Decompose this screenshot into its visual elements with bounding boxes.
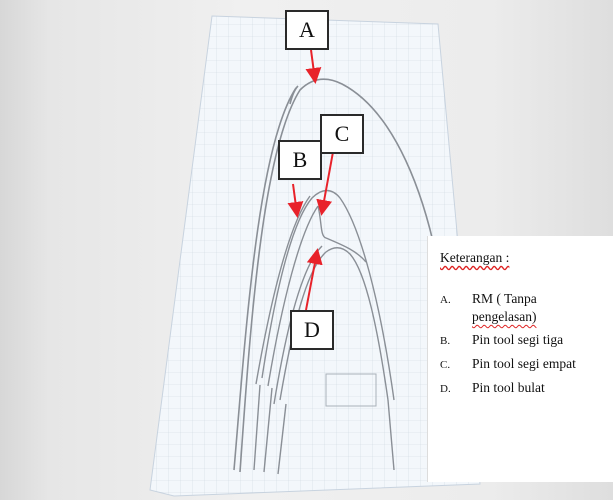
marker-c: C bbox=[320, 114, 364, 154]
legend-item-d: D. Pin tool bulat bbox=[440, 379, 613, 398]
legend-letter: C. bbox=[440, 359, 451, 371]
legend-letter: B. bbox=[440, 335, 451, 347]
arrow-d bbox=[305, 248, 323, 311]
legend-title: Keterangan : bbox=[440, 250, 510, 265]
marker-d: D bbox=[290, 310, 334, 350]
legend-text: Pin tool segi tiga bbox=[472, 332, 564, 347]
legend-item-c: C. Pin tool segi empat bbox=[440, 355, 613, 374]
pointer-arrows bbox=[287, 49, 334, 311]
marker-b: B bbox=[278, 140, 322, 180]
legend-text-line: pengelasan) bbox=[472, 309, 537, 324]
legend-letter: A. bbox=[440, 294, 451, 306]
marker-d-label: D bbox=[304, 317, 320, 342]
marker-b-label: B bbox=[292, 147, 308, 172]
legend-list: A. RM ( Tanpa pengelasan) B. Pin tool se… bbox=[440, 290, 613, 398]
legend-letter: D. bbox=[440, 383, 451, 395]
arrow-a bbox=[305, 49, 322, 84]
legend-item-a: A. RM ( Tanpa pengelasan) bbox=[440, 290, 613, 326]
marker-a: A bbox=[285, 10, 329, 50]
marker-c-label: C bbox=[334, 121, 350, 146]
arrow-b bbox=[287, 183, 304, 218]
marker-a-label: A bbox=[299, 17, 315, 42]
legend-text-line: RM ( Tanpa bbox=[472, 291, 537, 306]
legend-text: Pin tool segi empat bbox=[472, 356, 576, 371]
legend-text: RM ( Tanpa pengelasan) bbox=[472, 290, 612, 326]
legend-text: Pin tool bulat bbox=[472, 380, 545, 395]
legend-box: Keterangan : A. RM ( Tanpa pengelasan) B… bbox=[428, 236, 613, 482]
legend-item-b: B. Pin tool segi tiga bbox=[440, 331, 613, 350]
arrow-c bbox=[316, 151, 334, 216]
